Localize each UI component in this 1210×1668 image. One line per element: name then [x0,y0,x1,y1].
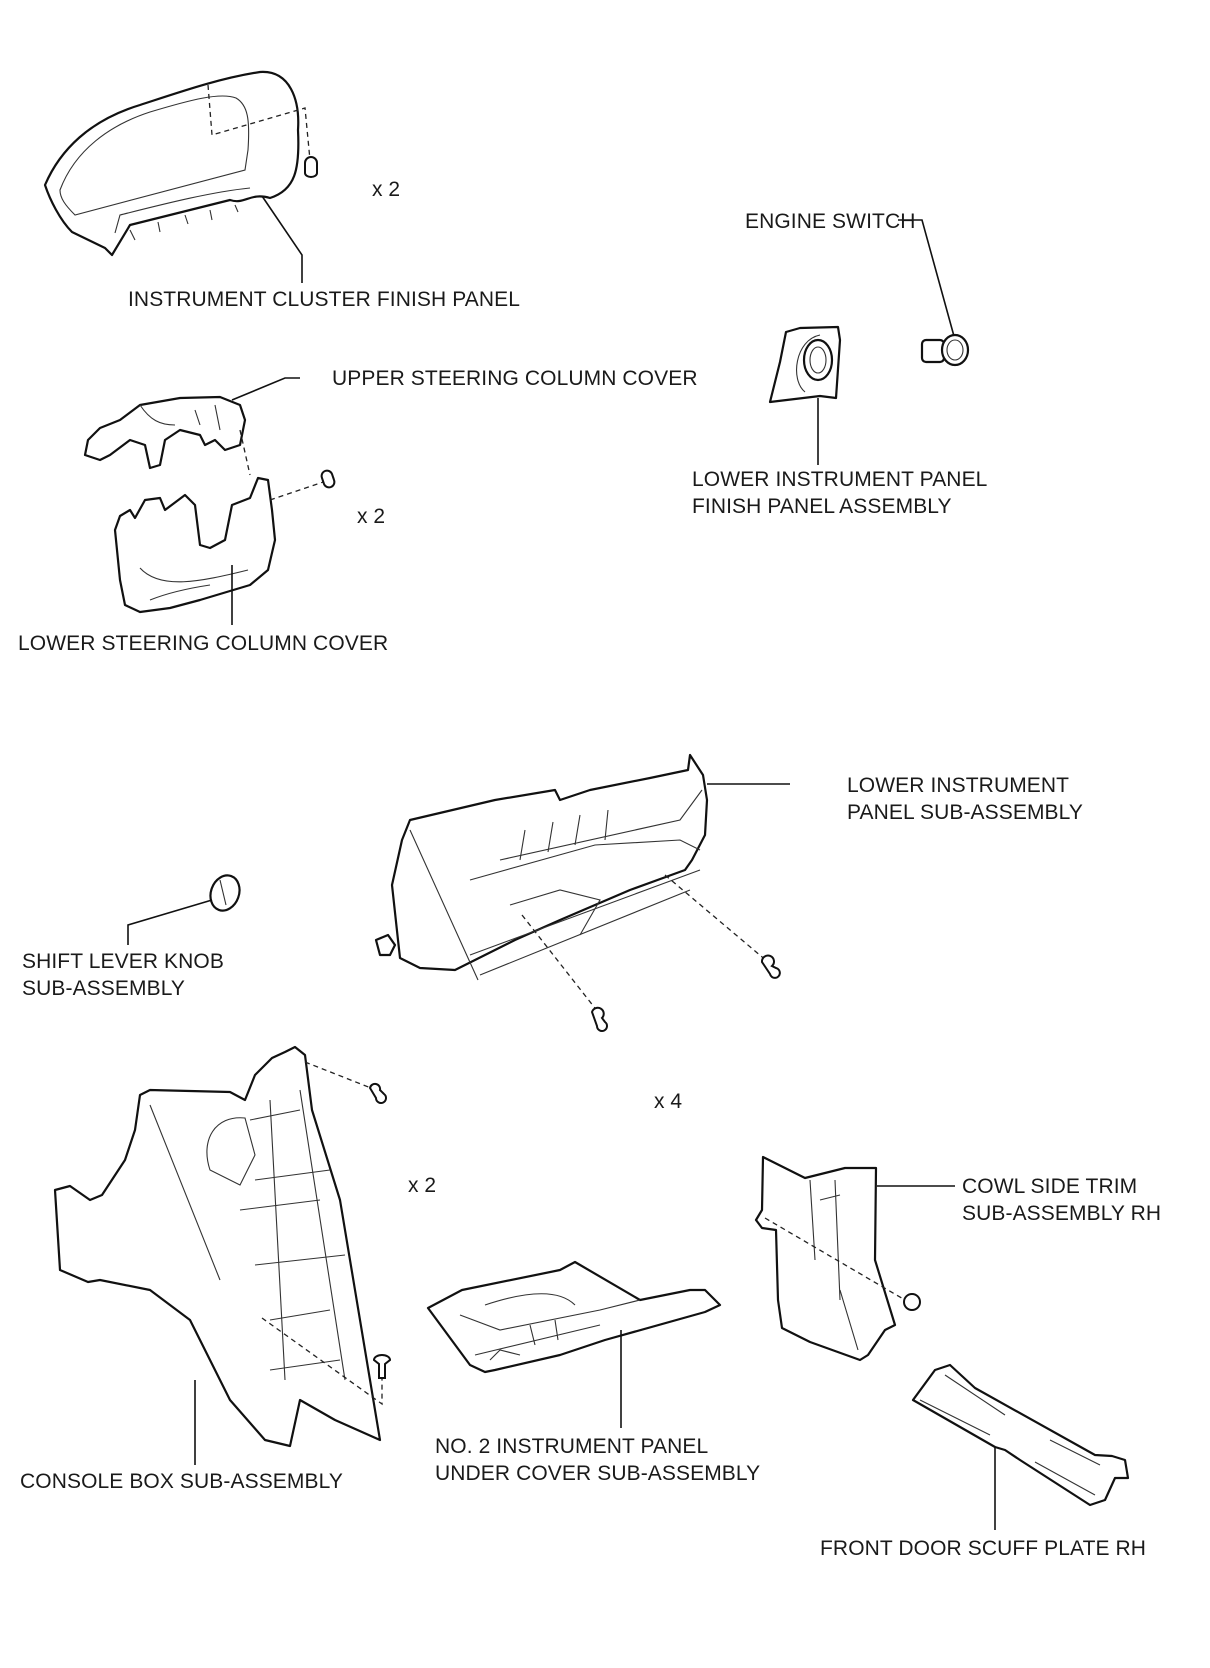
label-shift-lever-knob-line2: SUB-ASSEMBLY [22,977,186,1000]
label-cowl-side-trim-line1: COWL SIDE TRIM [962,1175,1138,1198]
instrument-cluster-finish-panel-drawing [43,70,318,283]
upper-steering-column-cover-drawing [83,377,300,476]
lower-instrument-panel-finish-panel-drawing [768,325,842,465]
label-lower-instrument-panel-finish-panel-line2: FINISH PANEL ASSEMBLY [692,495,952,518]
label-instrument-cluster-finish-panel: INSTRUMENT CLUSTER FINISH PANEL [128,288,521,311]
console-box-sub-assembly-drawing [53,1045,392,1465]
label-lower-steering-column-cover: LOWER STEERING COLUMN COVER [18,632,389,655]
label-shift-lever-knob-line1: SHIFT LEVER KNOB [22,950,224,973]
qty-lower-instrument-panel-fasteners: x 4 [654,1090,683,1113]
front-door-scuff-plate-drawing [911,1363,1130,1530]
label-engine-switch: ENGINE SWITCH [745,210,916,233]
label-no2-under-cover-line2: UNDER COVER SUB-ASSEMBLY [435,1462,761,1485]
lower-instrument-panel-sub-assembly-drawing [374,753,790,1032]
label-console-box-sub-assembly: CONSOLE BOX SUB-ASSEMBLY [20,1470,343,1493]
qty-console-box-fasteners: x 2 [408,1174,437,1197]
no2-under-cover-drawing [426,1260,722,1428]
label-cowl-side-trim-line2: SUB-ASSEMBLY RH [962,1202,1162,1225]
shift-lever-knob-drawing [127,874,241,945]
label-lower-instrument-panel-sub-assembly-line2: PANEL SUB-ASSEMBLY [847,801,1083,824]
label-lower-instrument-panel-sub-assembly-line1: LOWER INSTRUMENT [847,774,1070,797]
lower-steering-column-cover-drawing [113,469,336,625]
qty-instrument-cluster-fasteners: x 2 [372,178,401,201]
label-no2-under-cover-line1: NO. 2 INSTRUMENT PANEL [435,1435,709,1458]
label-front-door-scuff-plate: FRONT DOOR SCUFF PLATE RH [820,1537,1147,1560]
qty-steering-column-fasteners: x 2 [357,505,386,528]
label-upper-steering-column-cover: UPPER STEERING COLUMN COVER [332,367,698,390]
cowl-side-trim-drawing [754,1155,955,1362]
label-lower-instrument-panel-finish-panel-line1: LOWER INSTRUMENT PANEL [692,468,988,491]
engine-switch-drawing [898,219,970,367]
